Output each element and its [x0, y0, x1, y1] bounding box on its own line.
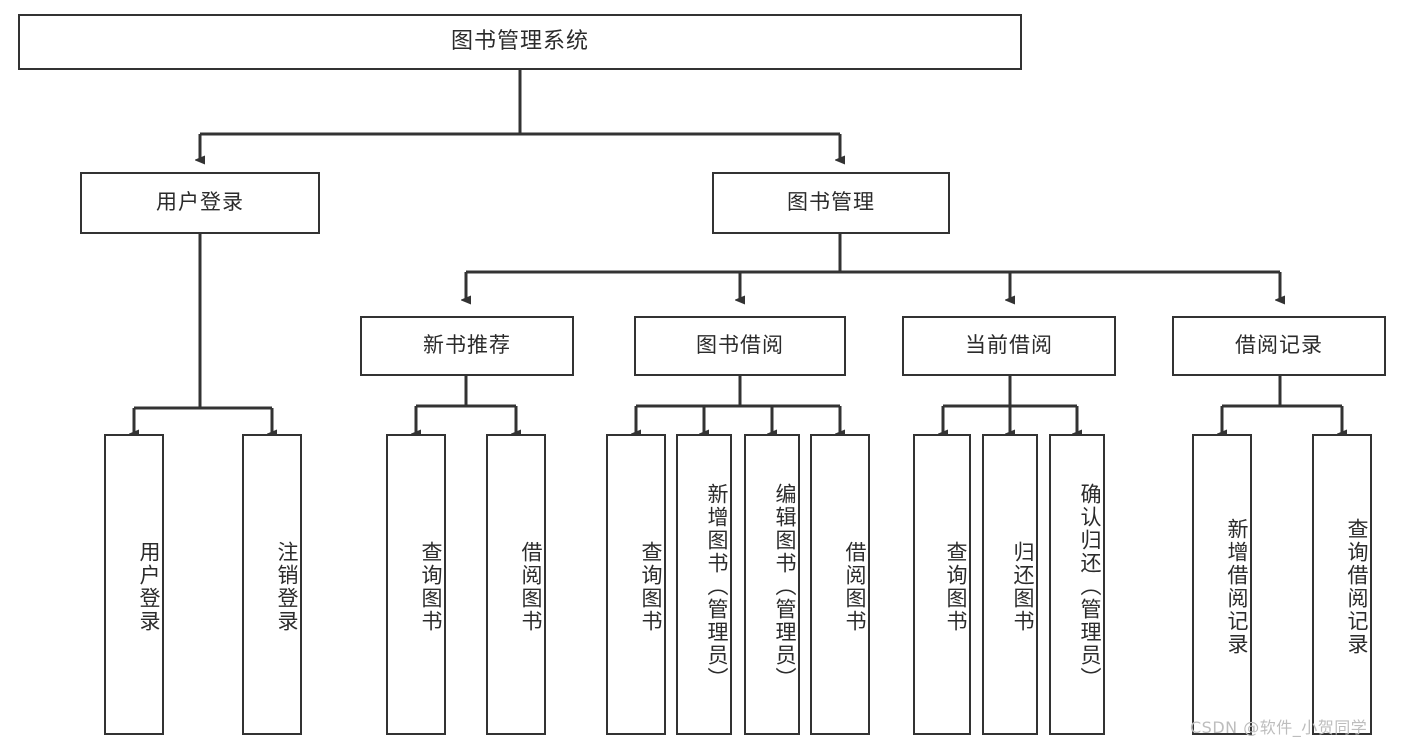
node-label: 查询图书	[639, 540, 663, 633]
leaf-new-book-borrow-books[interactable]: 借阅图书	[486, 434, 546, 735]
leaf-book-borrow-query-books[interactable]: 查询图书	[606, 434, 666, 735]
node-book-borrow[interactable]: 图书借阅	[634, 316, 846, 376]
node-label: 借阅图书	[519, 540, 543, 633]
node-label: 编辑图书（管理员）	[773, 483, 797, 690]
leaf-book-borrow-borrow-books[interactable]: 借阅图书	[810, 434, 870, 735]
edge-newbook-bus	[416, 376, 516, 408]
node-borrow-record[interactable]: 借阅记录	[1172, 316, 1386, 376]
node-label: 图书管理	[787, 190, 875, 215]
node-label: 查询借阅记录	[1345, 517, 1369, 656]
node-label: 确认归还（管理员）	[1078, 483, 1102, 690]
node-label: 用户登录	[156, 190, 244, 215]
node-label: 新增借阅记录	[1225, 517, 1249, 656]
leaf-book-borrow-add-book-admin[interactable]: 新增图书（管理员）	[676, 434, 732, 735]
node-label: 注销登录	[275, 540, 299, 633]
edge-userlogin-bus	[134, 234, 272, 410]
node-label: 新书推荐	[423, 333, 511, 358]
edge-root-bus	[200, 70, 840, 136]
node-label: 借阅记录	[1235, 333, 1323, 358]
leaf-book-borrow-edit-book-admin[interactable]: 编辑图书（管理员）	[744, 434, 800, 735]
leaf-user-login-signin[interactable]: 用户登录	[104, 434, 164, 735]
node-label: 查询图书	[419, 540, 443, 633]
leaf-new-book-query-books[interactable]: 查询图书	[386, 434, 446, 735]
csdn-watermark: CSDN @软件_小贺同学	[1190, 718, 1368, 737]
edge-record-bus	[1222, 376, 1342, 408]
node-root-book-management-system[interactable]: 图书管理系统	[18, 14, 1022, 70]
node-label: 用户登录	[137, 540, 161, 633]
node-label: 查询图书	[944, 540, 968, 633]
leaf-current-borrow-confirm-return-admin[interactable]: 确认归还（管理员）	[1049, 434, 1105, 735]
leaf-current-borrow-return-books[interactable]: 归还图书	[982, 434, 1038, 735]
leaf-borrow-record-add-record[interactable]: 新增借阅记录	[1192, 434, 1252, 735]
node-book-management[interactable]: 图书管理	[712, 172, 950, 234]
node-label: 图书借阅	[696, 333, 784, 358]
node-label: 图书管理系统	[450, 28, 589, 54]
node-label: 借阅图书	[843, 540, 867, 633]
node-label: 归还图书	[1011, 540, 1035, 633]
node-user-login[interactable]: 用户登录	[80, 172, 320, 234]
edge-bookmanage-bus	[466, 234, 1280, 274]
leaf-user-login-signout[interactable]: 注销登录	[242, 434, 302, 735]
node-label: 当前借阅	[965, 333, 1053, 358]
edge-current-bus	[943, 376, 1077, 408]
node-current-borrow[interactable]: 当前借阅	[902, 316, 1116, 376]
leaf-borrow-record-query-record[interactable]: 查询借阅记录	[1312, 434, 1372, 735]
edge-bookborrow-bus	[636, 376, 840, 408]
leaf-current-borrow-query-books[interactable]: 查询图书	[913, 434, 971, 735]
node-new-book-recommend[interactable]: 新书推荐	[360, 316, 574, 376]
node-label: 新增图书（管理员）	[705, 483, 729, 690]
